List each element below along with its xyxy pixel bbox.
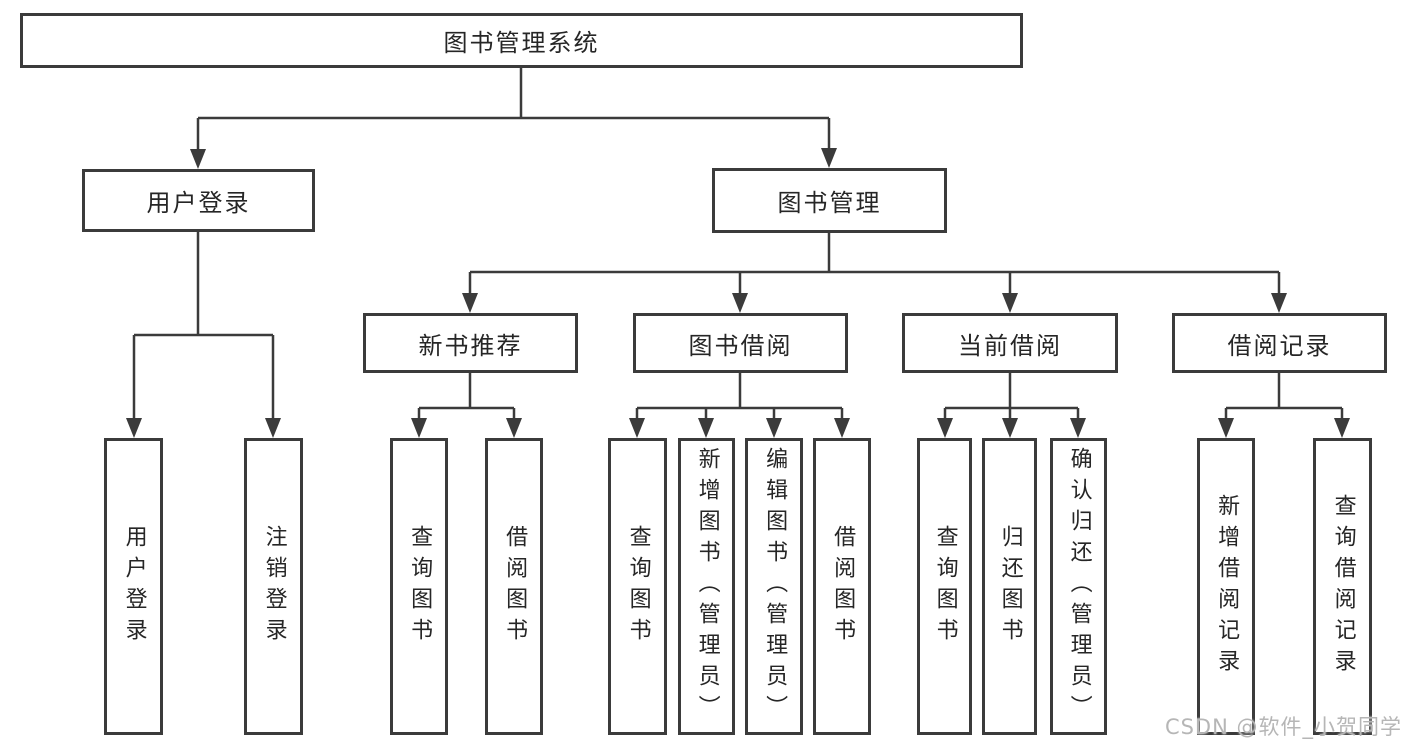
node-book-borrowing-label: 图书借阅 [688, 331, 793, 360]
node-user-login: 用户登录 [82, 169, 315, 232]
node-root: 图书管理系统 [20, 13, 1023, 68]
leaf-confirm-return-admin-label: 确认归还（管理员） [1066, 447, 1092, 726]
leaf-edit-books-admin-label: 编辑图书（管理员） [762, 447, 788, 726]
node-book-management: 图书管理 [712, 168, 947, 233]
leaf-query-books-recommend: 查询图书 [390, 438, 448, 735]
node-new-book-recommendation: 新书推荐 [363, 313, 578, 373]
node-new-book-recommendation-label: 新书推荐 [418, 331, 523, 360]
leaf-logout: 注销登录 [244, 438, 303, 735]
leaf-query-books-recommend-label: 查询图书 [407, 524, 433, 649]
leaf-user-login-label: 用户登录 [121, 524, 147, 649]
leaf-add-books-admin-label: 新增图书（管理员） [694, 447, 720, 726]
watermark: CSDN @软件_小贺同学 [1164, 715, 1402, 739]
leaf-add-borrow-record: 新增借阅记录 [1197, 438, 1255, 735]
leaf-user-login: 用户登录 [104, 438, 163, 735]
leaf-query-books-current-label: 查询图书 [932, 524, 958, 649]
node-book-management-label: 图书管理 [777, 189, 882, 217]
node-borrowing-records: 借阅记录 [1172, 313, 1387, 373]
leaf-add-books-admin: 新增图书（管理员） [678, 438, 735, 735]
leaf-borrow-books-borrowing-label: 借阅图书 [830, 524, 856, 649]
leaf-logout-label: 注销登录 [261, 524, 287, 649]
leaf-borrow-books-recommend: 借阅图书 [485, 438, 543, 735]
leaf-return-books-label: 归还图书 [997, 524, 1023, 649]
leaf-confirm-return-admin: 确认归还（管理员） [1050, 438, 1107, 735]
leaf-borrow-books-recommend-label: 借阅图书 [502, 524, 528, 649]
node-root-label: 图书管理系统 [443, 29, 600, 57]
leaf-borrow-books-borrowing: 借阅图书 [813, 438, 871, 735]
node-book-borrowing: 图书借阅 [633, 313, 848, 373]
leaf-query-books-borrowing: 查询图书 [608, 438, 667, 735]
node-current-borrowing: 当前借阅 [902, 313, 1118, 373]
leaf-query-books-borrowing-label: 查询图书 [625, 524, 651, 649]
leaf-query-borrow-record-label: 查询借阅记录 [1330, 493, 1356, 680]
arrowheads [126, 148, 1350, 438]
leaf-add-borrow-record-label: 新增借阅记录 [1214, 493, 1240, 680]
leaf-edit-books-admin: 编辑图书（管理员） [745, 438, 803, 735]
node-user-login-label: 用户登录 [146, 189, 251, 217]
node-borrowing-records-label: 借阅记录 [1227, 331, 1332, 360]
leaf-query-books-current: 查询图书 [917, 438, 972, 735]
leaf-query-borrow-record: 查询借阅记录 [1313, 438, 1372, 735]
leaf-return-books: 归还图书 [982, 438, 1037, 735]
node-current-borrowing-label: 当前借阅 [958, 331, 1062, 360]
